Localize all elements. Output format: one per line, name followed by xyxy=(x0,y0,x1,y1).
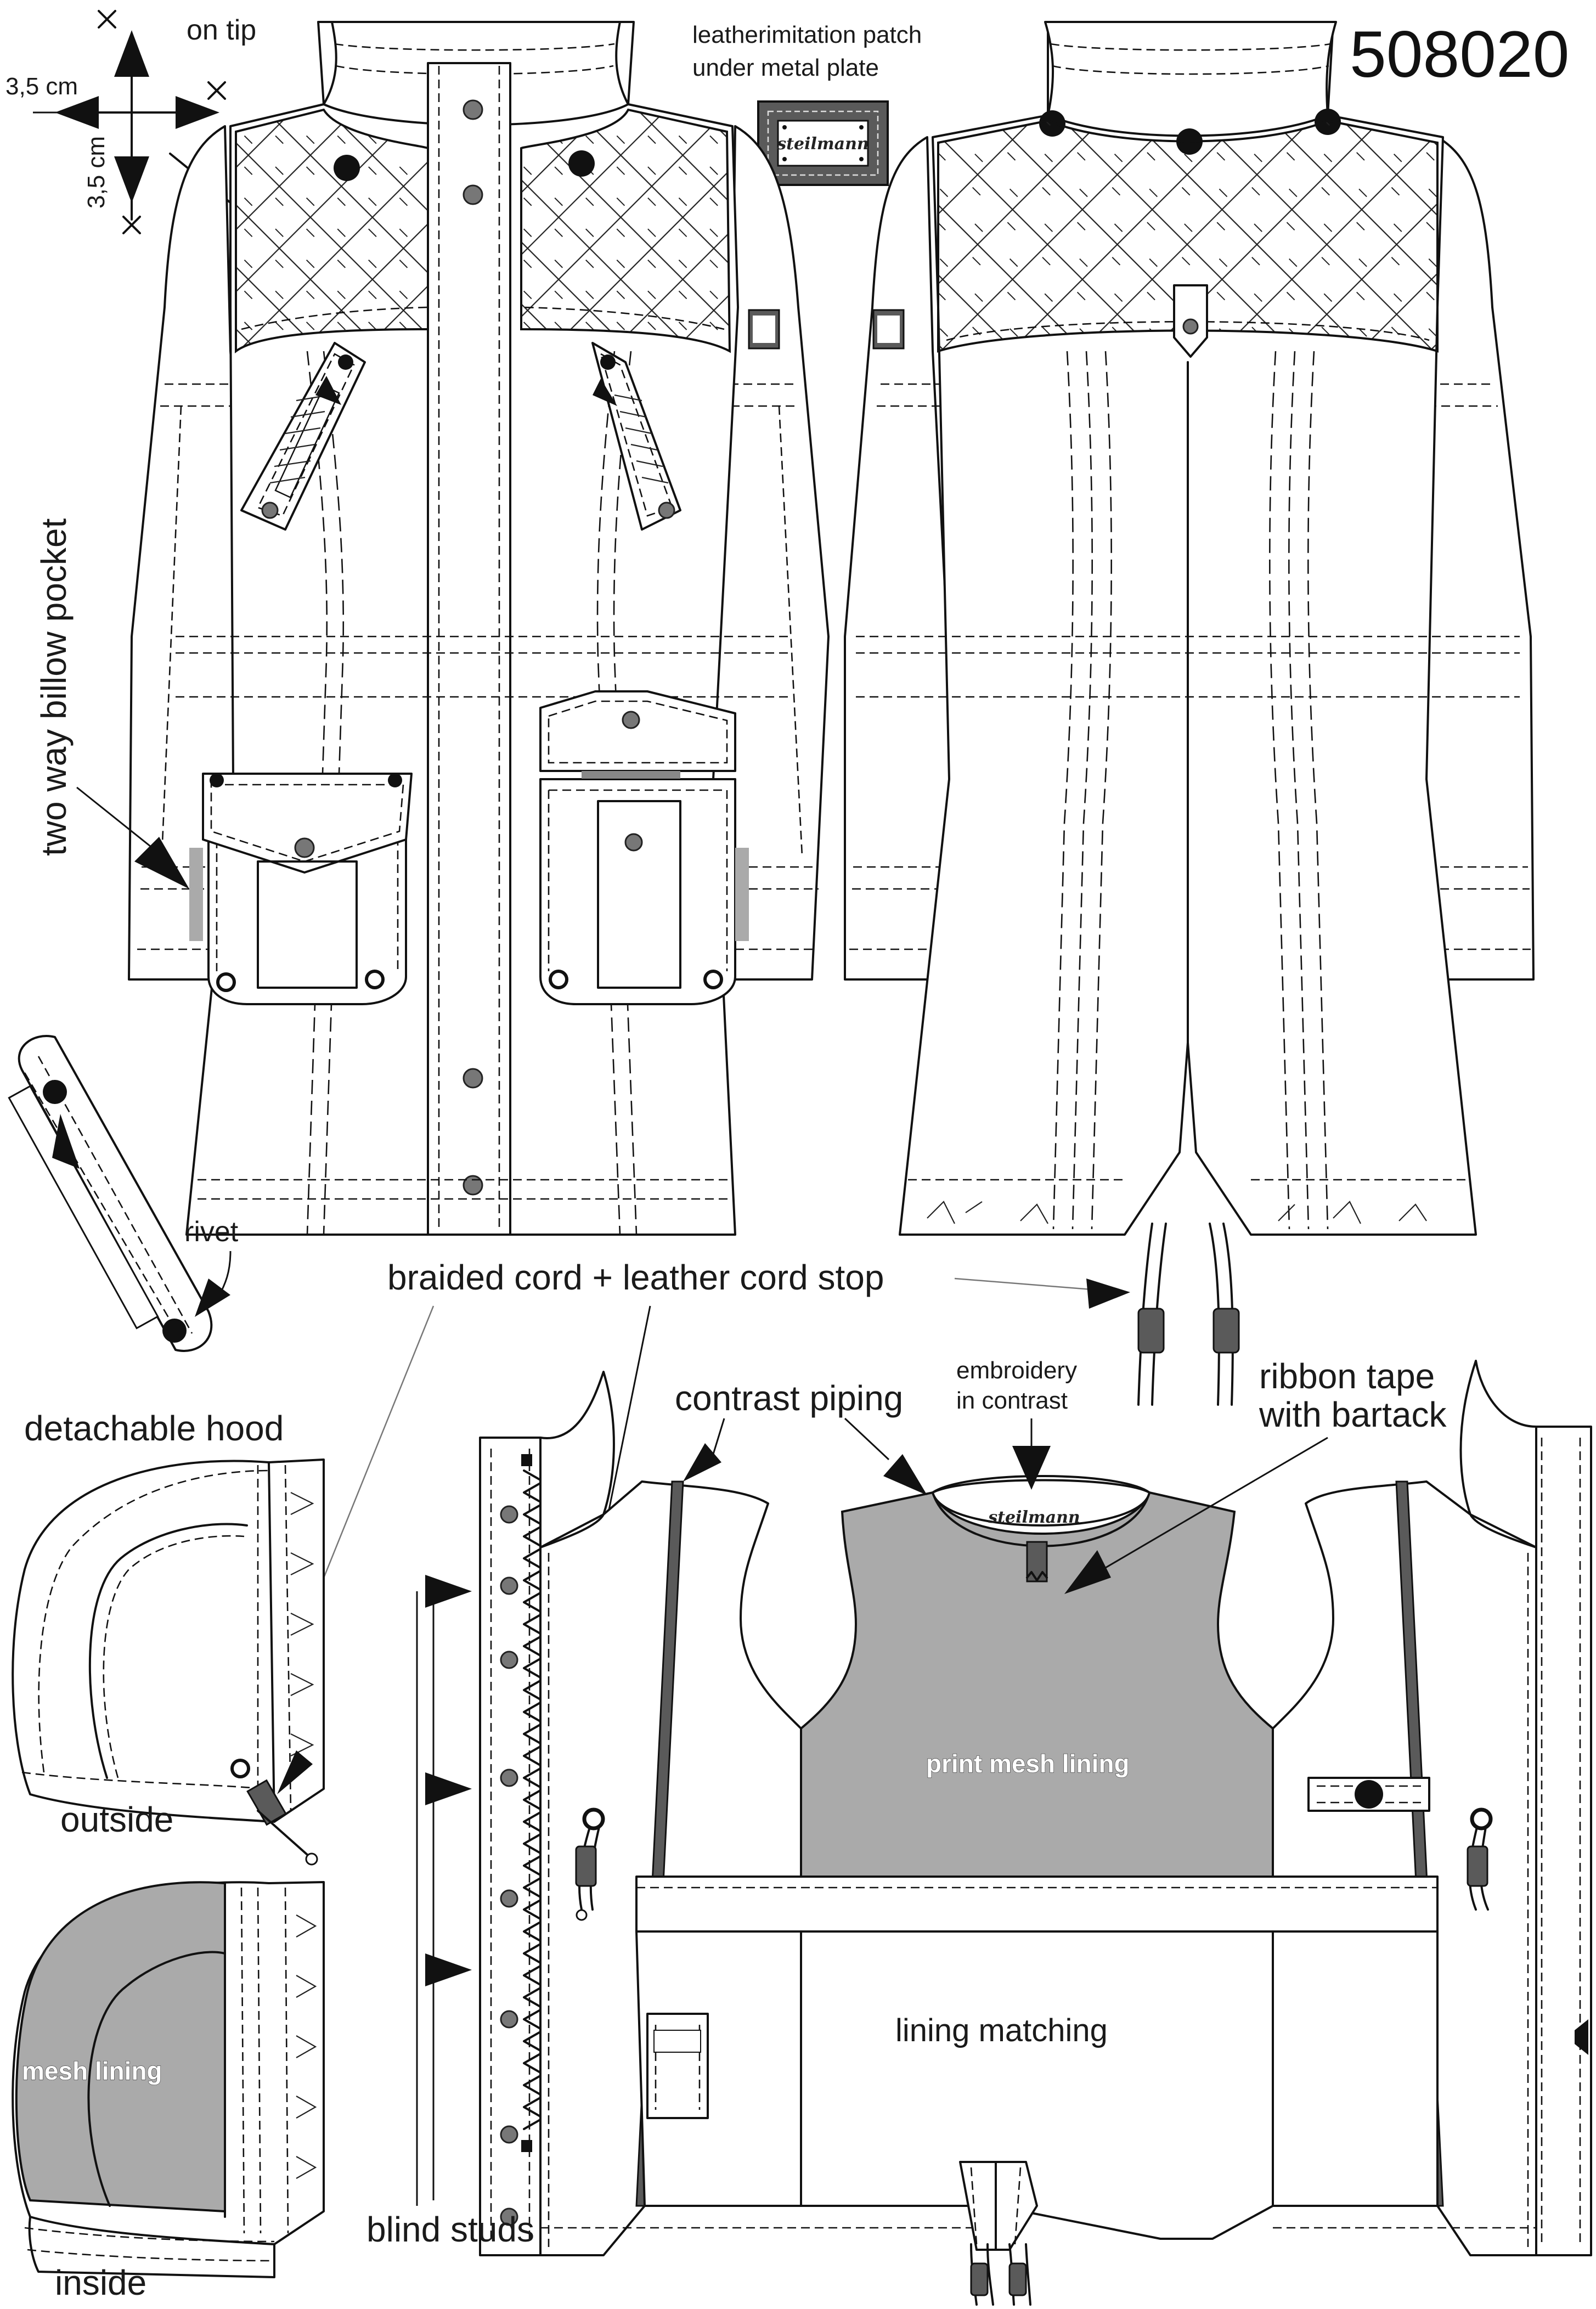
embroidery-label-line2: in contrast xyxy=(956,1387,1068,1414)
hood-outside xyxy=(12,1458,325,1866)
billow-pocket-label: two way billow pocket xyxy=(34,518,74,856)
ribbon-tape-pointer xyxy=(1064,1437,1328,1594)
braided-cord-label: braided cord + leather cord stop xyxy=(387,1258,884,1297)
ribbon-tape-label-line1: ribbon tape xyxy=(1259,1356,1435,1396)
lining-matching-label: lining matching xyxy=(895,2013,1108,2048)
mesh-lining-label: mesh lining xyxy=(22,2057,162,2085)
patch-label-line2: under metal plate xyxy=(692,54,879,81)
patch-label-line1: leatherimitation patch xyxy=(692,21,922,48)
style-number: 508020 xyxy=(1350,18,1569,91)
chest-pocket-left xyxy=(240,342,366,531)
jacket-front-view xyxy=(128,21,830,1236)
billow-pocket-pointer xyxy=(76,786,189,889)
rivet-tab-detail xyxy=(8,1035,213,1352)
leather-patch: steilmann xyxy=(757,100,889,186)
detachable-hood-label: detachable hood xyxy=(24,1409,284,1448)
rivet-label: rivet xyxy=(184,1216,239,1248)
on-tip-label: on tip xyxy=(187,14,256,46)
contrast-piping-pointers xyxy=(683,1417,927,1495)
hood-outside-label: outside xyxy=(60,1800,173,1839)
hood-inside-label: inside xyxy=(55,2263,146,2302)
embroidery-pointer xyxy=(1012,1418,1051,1490)
chest-pocket-right xyxy=(591,342,681,531)
size-horizontal-label: 3,5 cm xyxy=(5,73,78,100)
billow-pocket-right xyxy=(539,690,749,1005)
ribbon-tape-label-line2: with bartack xyxy=(1259,1395,1447,1434)
billow-pocket-left xyxy=(189,773,413,1005)
hood-inside xyxy=(12,1881,325,2278)
print-mesh-lining-label: print mesh lining xyxy=(926,1749,1130,1778)
jacket-back-view xyxy=(844,21,1535,1406)
blind-studs-left xyxy=(500,1505,518,2226)
rivet-pointer xyxy=(195,1251,232,1317)
size-vertical-label: 3,5 cm xyxy=(83,136,110,209)
embroidery-label-line1: embroidery xyxy=(956,1357,1077,1384)
contrast-piping-label: contrast piping xyxy=(675,1378,903,1418)
blind-studs-label: blind studs xyxy=(366,2210,534,2249)
jacket-inside-view: steilmann xyxy=(479,1360,1592,2306)
patch-brand-mark: steilmann xyxy=(776,134,869,154)
blind-studs-pointers xyxy=(416,1575,472,2206)
inside-embroidery-mark: steilmann xyxy=(988,1508,1080,1527)
